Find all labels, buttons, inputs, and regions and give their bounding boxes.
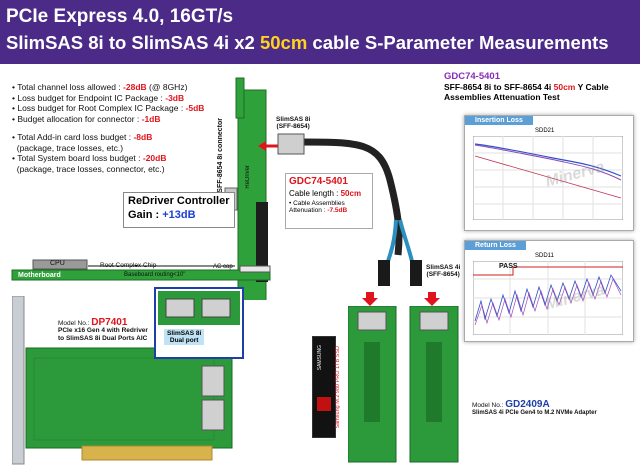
test-model: GDC74-5401	[444, 71, 500, 82]
test-line2: Assemblies Attenuation Test	[444, 92, 560, 102]
slimsas8i-label: SlimSAS 8i(SFF-8654)	[276, 116, 311, 130]
budget-item: • Loss budget for Root Complex IC Packag…	[12, 103, 205, 113]
redriver-vertical-label: ReDriver	[245, 165, 251, 189]
test-line1: SFF-8654 8i to SFF-8654 4i 50cm Y Cable	[444, 82, 609, 92]
cpu-label: CPU	[50, 260, 65, 267]
root-complex-label: Root Complex Chip	[100, 262, 157, 269]
limit-line	[474, 155, 622, 199]
gd2409a-adapters	[348, 306, 459, 463]
cable-attenuation-title: • Cable Assemblies	[289, 200, 345, 207]
insertion-plot	[473, 136, 623, 220]
budget-item: • Total System board loss budget : -20dB	[12, 153, 167, 163]
adapter-arrows	[362, 292, 440, 306]
insertion-loss-chart: Insertion Loss SDD21 Minerva	[464, 115, 634, 231]
cable-trunk	[299, 138, 403, 256]
slimsas4i-plug-b	[410, 260, 422, 286]
budget-item: • Total Add-in card loss budget : -8dB	[12, 132, 153, 142]
return-loss-chart: Return Loss SDD11 PASS Minerva	[464, 240, 634, 342]
budget-item: (package, trace losses, etc.)	[16, 142, 124, 153]
redriver-chip	[256, 202, 268, 282]
baseboard-routing-label: Baseboard routing<10"	[124, 272, 186, 278]
loss-budget-list: • Total channel loss allowed : -28dB (@ …	[12, 82, 204, 174]
budget-item: • Total channel loss allowed : -28dB (@ …	[12, 82, 188, 92]
dp7401-desc1: PCIe x16 Gen 4 with Redriver	[58, 327, 148, 334]
insertion-loss-tab: Insertion Loss	[465, 116, 533, 125]
budget-item: • Budget allocation for connector : -1dB	[12, 113, 161, 124]
dp7401-card: Model No.: DP7401 PCIe x16 Gen 4 with Re…	[11, 295, 234, 468]
ssd-brand: SAMSUNG	[317, 345, 323, 371]
cable-info-box: GDC74-5401 Cable length : 50cm • Cable A…	[285, 173, 373, 229]
sdd21-trace	[474, 143, 622, 177]
return-plot	[473, 261, 623, 335]
banner-subtitle: SlimSAS 8i to SlimSAS 4i x2 50cm cable S…	[6, 32, 609, 53]
cable-model: GDC74-5401	[289, 176, 348, 187]
sff-connector-label: SFF-8654 8i connector	[217, 118, 224, 193]
title-banner: PCIe Express 4.0, 16GT/s SlimSAS 8i to S…	[0, 0, 640, 64]
arrow-icon	[362, 292, 378, 306]
cable-attenuation: Attenuation : -7.5dB	[289, 207, 348, 214]
redriver-title: ReDriver Controller	[128, 195, 230, 207]
sdd11-trace	[474, 274, 622, 322]
pcie-bracket	[11, 295, 25, 465]
slimsas4i-label: SlimSAS 4i(SFF-8654)	[426, 264, 461, 278]
dp7401-board	[11, 295, 233, 465]
redriver-box: ReDriver Controller Gain : +13dB	[123, 192, 235, 228]
test-title: GDC74-5401 SFF-8654 8i to SFF-8654 4i 50…	[444, 71, 609, 102]
slimsas8i-plug	[277, 133, 305, 155]
return-chart-title: SDD11	[535, 253, 554, 259]
arrow-icon	[258, 141, 266, 151]
cable-length: Cable length : 50cm	[289, 189, 362, 198]
motherboard	[11, 269, 271, 281]
redriver-gain: Gain : +13dB	[128, 209, 196, 221]
arrow-icon	[424, 292, 440, 306]
gd2409a-desc: SlimSAS 4i PCIe Gen4 to M.2 NVMe Adapter	[472, 410, 597, 416]
budget-item: • Loss budget for Endpoint IC Package : …	[12, 92, 185, 103]
slimsas4i-plug-a	[378, 260, 390, 286]
limit-line	[473, 266, 623, 276]
gd2409a-model: Model No.: GD2409A	[472, 399, 550, 410]
insertion-chart-title: SDD21	[535, 128, 555, 134]
banner-title: PCIe Express 4.0, 16GT/s	[6, 6, 234, 27]
dp7401-desc2: to SlimSAS 8i Dual Ports AIC	[58, 335, 148, 342]
budget-item: (package, trace losses, connector, etc.)	[16, 163, 165, 174]
m2-ssd: SAMSUNG	[312, 336, 336, 438]
cpu-chip	[32, 259, 88, 270]
ssd-label: Samsung M.2 980 PRO 1TB SSD	[335, 346, 341, 429]
dp7401-model: Model No.: DP7401	[58, 317, 128, 328]
pcie-gold-fingers	[81, 445, 213, 461]
pass-label: PASS	[499, 263, 518, 270]
motherboard-label: Motherboard	[18, 272, 61, 279]
return-loss-tab: Return Loss	[465, 241, 526, 250]
ac-cap-label: AC cap	[213, 264, 233, 270]
